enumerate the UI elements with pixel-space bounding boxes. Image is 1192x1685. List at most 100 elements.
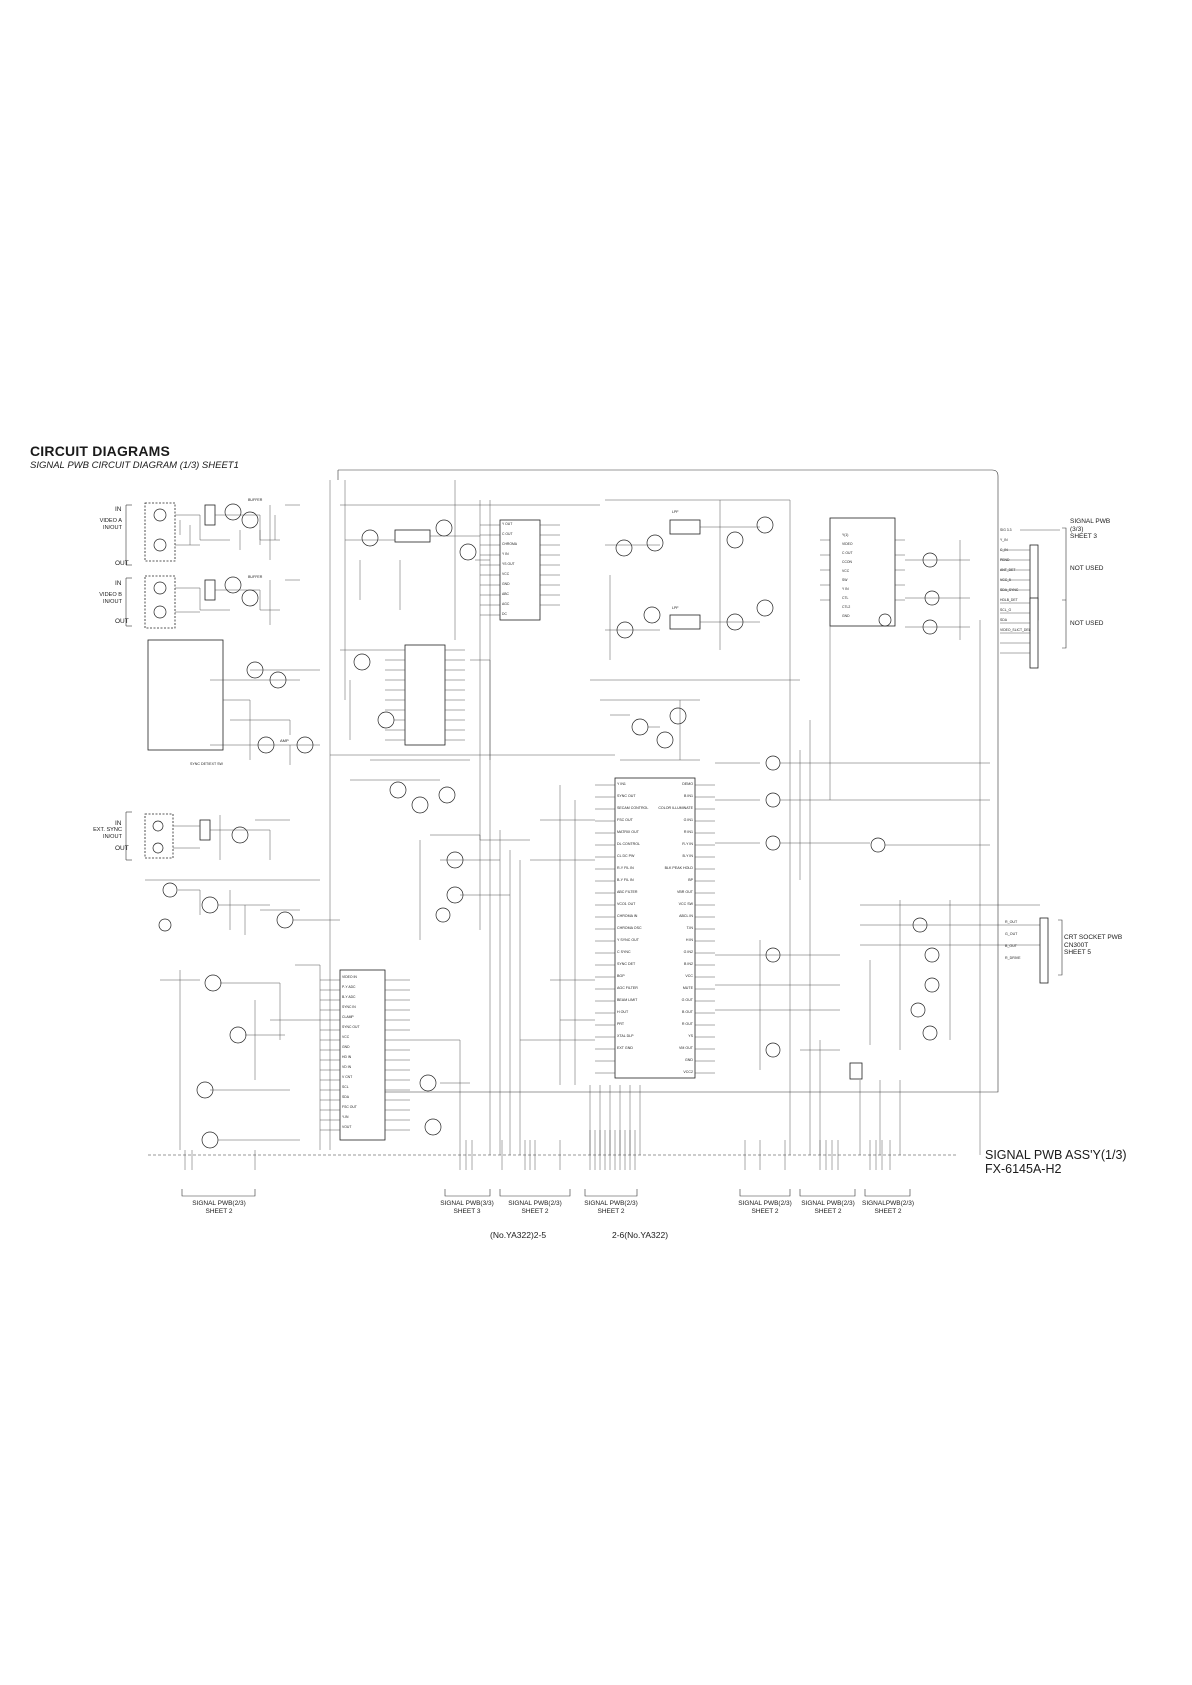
right-signal-8: HDLB_DET [1000,598,1018,602]
ic-left-pin-14: FSC OUT [342,1105,357,1109]
video-b-block [125,575,300,629]
ic-main-left-pin-8: R-Y FIL IN [617,866,634,870]
ic-left-pin-9: HD IN [342,1055,352,1059]
not-used-label-1: NOT USED [1070,565,1104,572]
ic-right-pin-8: CTL [842,596,849,600]
crt-signal-1: R_OUT [1005,920,1018,924]
ic-left-pin-4: SYNC IN [342,1005,356,1009]
ic-main-left-pin-12: CHROMA IN [617,914,638,918]
ic-left-pin-3: B-Y ADC [342,995,356,999]
ic-left-pin-7: VCC [342,1035,350,1039]
right-signal-11: VIDEO_SLICT_DEL [1000,628,1031,632]
bottom-connector-2: SIGNAL PWB(3/3) SHEET 3 [428,1200,506,1215]
ic-main-right-pin-19: G OUT [681,998,693,1002]
signal-pwb-3-label: SIGNAL PWB (3/3) SHEET 3 [1070,518,1110,541]
bottom-connector-4-line1: SIGNAL PWB(2/3) [584,1200,638,1207]
ic-left-pin-11: V CNT [342,1075,353,1079]
lpf-blocks [605,499,791,660]
ic-main-left-pin-20: H OUT [617,1010,629,1014]
bottom-connector-3: SIGNAL PWB(2/3) SHEET 2 [495,1200,575,1215]
ic-right-pin-5: VCC [842,569,850,573]
ic-main-left-pin-14: Y SYNC OUT [617,938,639,942]
ic-main-right-pin-23: VM OUT [679,1046,693,1050]
ic-left-pin-2: P-Y ADC [342,985,356,989]
ic-main-left-pin-13: CHROMA OSC [617,926,642,930]
ic-top-pin-7: GND [502,582,510,586]
ic-deflection [295,964,470,1150]
video-a-block [125,502,300,566]
ic-left-pin-1: VIDEO IN [342,975,357,979]
ic-main-left-pin-10: ABC FILTER [617,890,638,894]
ic-top-pin-6: VCC [502,572,510,576]
lpf-label-2: LPF [672,606,679,610]
video-b-sub: IN/OUT [103,598,122,605]
ic-main-right-pin-24: GND [685,1058,693,1062]
ic-video-output [820,517,970,640]
right-signal-2: Y_IN [1000,538,1008,542]
signal-pwb-3-line1: SIGNAL PWB [1070,518,1111,525]
osd-block [600,699,700,761]
video-a-in-label: IN [115,506,122,513]
right-signal-7: SDA_SYNC [1000,588,1019,592]
right-signal-1: SIG 3.3 [1000,528,1012,532]
bottom-connector-1: SIGNAL PWB(2/3) SHEET 2 [178,1200,260,1215]
ic-sync-processor [340,644,491,814]
sync-det-label: SYNC DET/EXT SW [190,762,223,766]
ic-main-right-pin-14: H IN [685,938,693,942]
ic-main-left-pin-16: SYNC DET [617,962,636,966]
ext-sync-sub: IN/OUT [103,833,122,840]
ic-main-right-pin-5: R IN1 [683,830,693,834]
ic-left-pin-16: VOUT [342,1125,352,1129]
ic-video-switch [147,639,320,765]
ic-top-pin-10: DC [502,612,507,616]
ic-top-pin-2: C OUT [502,532,513,536]
right-signal-9: SCL_G [1000,608,1012,612]
bottom-brackets [181,1189,911,1197]
ic-right-pin-7: Y IN [842,587,849,591]
ic-main-right-pin-4: G IN1 [683,818,693,822]
right-signal-5: ANT_DET [1000,568,1016,572]
ic-main-right-pin-15: G IN2 [683,950,693,954]
crt-socket-line2: CN300T [1064,941,1089,949]
lpf-label-1: LPF [672,510,679,514]
ic-main-processor [520,777,715,1155]
bottom-connector-3-line2: SHEET 2 [521,1207,549,1215]
right-connector-cn [1000,527,1067,669]
ic-main-left-pin-23: EXT GND [617,1046,633,1050]
assembly-line2: FX-6145A-H2 [985,1162,1062,1176]
ic-main-left-pin-11: VCO1 OUT [617,902,636,906]
ic-main-right-pin-7: B-Y IN [682,854,693,858]
crt-signal-3: B_OUT [1005,944,1017,948]
crt-signal-4: R_DRIVE [1005,956,1021,960]
ic-top-pin-8: ABC [502,592,509,596]
crt-drive-block [860,900,1063,1050]
lower-left-block [160,970,320,1150]
video-b-in-label: IN [115,580,122,587]
bottom-connector-1-line1: SIGNAL PWB(2/3) [192,1200,246,1207]
bottom-connector-7: SIGNALPWB(2/3) SHEET 2 [852,1200,924,1215]
signal-pwb-3-line3: SHEET 3 [1070,533,1097,540]
ic-left-pin-10: VD IN [342,1065,352,1069]
ic-main-left-pin-18: AGC FILTER [617,986,638,990]
bottom-connector-6-line2: SHEET 2 [814,1207,842,1215]
ic-main-right-pin-20: B OUT [682,1010,693,1014]
ext-sync-in-label: IN [115,820,122,827]
right-signal-6: VCC_5 [1000,578,1011,582]
ic-y-c-separator [340,480,600,640]
buffer-label-2: BUFFER [248,575,263,579]
video-b-title: VIDEO B [99,592,122,598]
page-title: CIRCUIT DIAGRAMS [30,443,171,459]
crt-socket-label: CRT SOCKET PWB CN300T SHEET 5 [1064,934,1122,957]
bottom-connector-7-line1: SIGNALPWB(2/3) [861,1200,914,1207]
ic-left-pin-8: GND [342,1045,350,1049]
ext-sync-out-label: OUT [115,845,129,852]
ic-main-right-pin-11: VCC SW [678,902,693,906]
ext-sync-title: EXT. SYNC [93,827,122,833]
ic-main-left-pin-9: B-Y FIL IN [617,878,634,882]
ic-main-left-pin-6: DL CONTROL [617,842,641,846]
mid-transistor-block [419,834,510,940]
ic-main-left-pin-3: SECAM CONTROL [617,806,649,810]
bottom-connector-2-line1: SIGNAL PWB(3/3) [440,1200,494,1207]
bottom-connector-5-line2: SHEET 2 [751,1207,779,1215]
video-a-sub: IN/OUT [103,524,122,531]
